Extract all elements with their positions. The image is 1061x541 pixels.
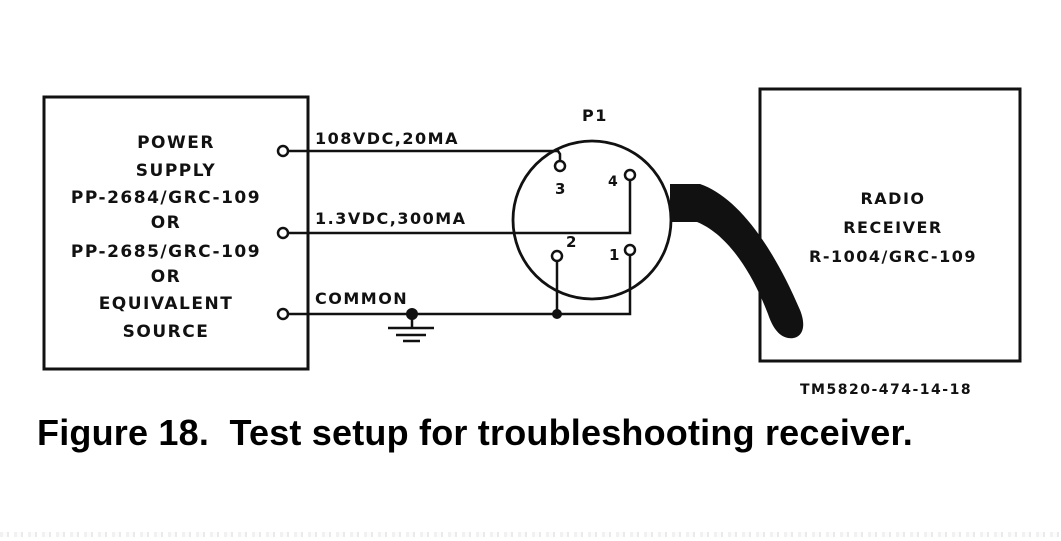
reference-code: TM5820-474-14-18: [800, 382, 972, 398]
connector-body: [511, 139, 673, 301]
power-supply-label-line: POWER: [137, 133, 215, 153]
connector-p1: P1 3 4 2 1: [511, 106, 804, 339]
power-supply-label-line: EQUIVALENT: [99, 294, 234, 314]
pin-1: [623, 243, 637, 257]
wire-label-1-3vdc: 1.3VDC,300MA: [315, 209, 467, 228]
power-supply-label-line: OR: [151, 213, 182, 233]
pin-3: [553, 159, 567, 173]
figure-caption: Figure 18. Test setup for troubleshootin…: [37, 412, 913, 453]
wiring: [288, 149, 632, 316]
receiver-box: [758, 87, 1022, 363]
wire-1-3vdc: [288, 181, 632, 235]
receiver-label-line: RADIO: [860, 189, 925, 208]
terminal-108vdc: [276, 144, 290, 158]
pin-label-3: 3: [555, 180, 567, 198]
scan-artifact: [0, 532, 1061, 537]
receiver-block: RADIO RECEIVER R-1004/GRC-109: [758, 87, 1022, 363]
power-supply-label-line: SUPPLY: [136, 161, 216, 181]
pin-label-2: 2: [566, 233, 578, 251]
receiver-label-line: RECEIVER: [843, 218, 943, 237]
ground-icon: [388, 308, 434, 343]
power-supply-block: POWER SUPPLY PP-2684/GRC-109 OR PP-2685/…: [42, 95, 310, 371]
terminal-1-3vdc: [276, 226, 290, 240]
wire-108vdc: [288, 149, 562, 160]
receiver-label-line: R-1004/GRC-109: [809, 247, 977, 266]
cable: [670, 184, 804, 339]
terminal-common: [276, 307, 290, 321]
pin-label-1: 1: [609, 246, 621, 264]
junction-dot: [552, 309, 562, 319]
pin-4: [623, 168, 637, 182]
connector-label: P1: [582, 106, 608, 125]
wire-label-108vdc: 108VDC,20MA: [315, 129, 459, 148]
power-supply-label-line: SOURCE: [123, 322, 210, 342]
power-supply-label-line: PP-2684/GRC-109: [71, 188, 261, 208]
power-supply-label-line: PP-2685/GRC-109: [71, 242, 261, 262]
wire-common: [288, 256, 632, 316]
pin-2: [550, 249, 564, 263]
power-supply-label-line: OR: [151, 267, 182, 287]
pin-label-4: 4: [608, 174, 619, 190]
wire-label-common: COMMON: [315, 289, 408, 308]
